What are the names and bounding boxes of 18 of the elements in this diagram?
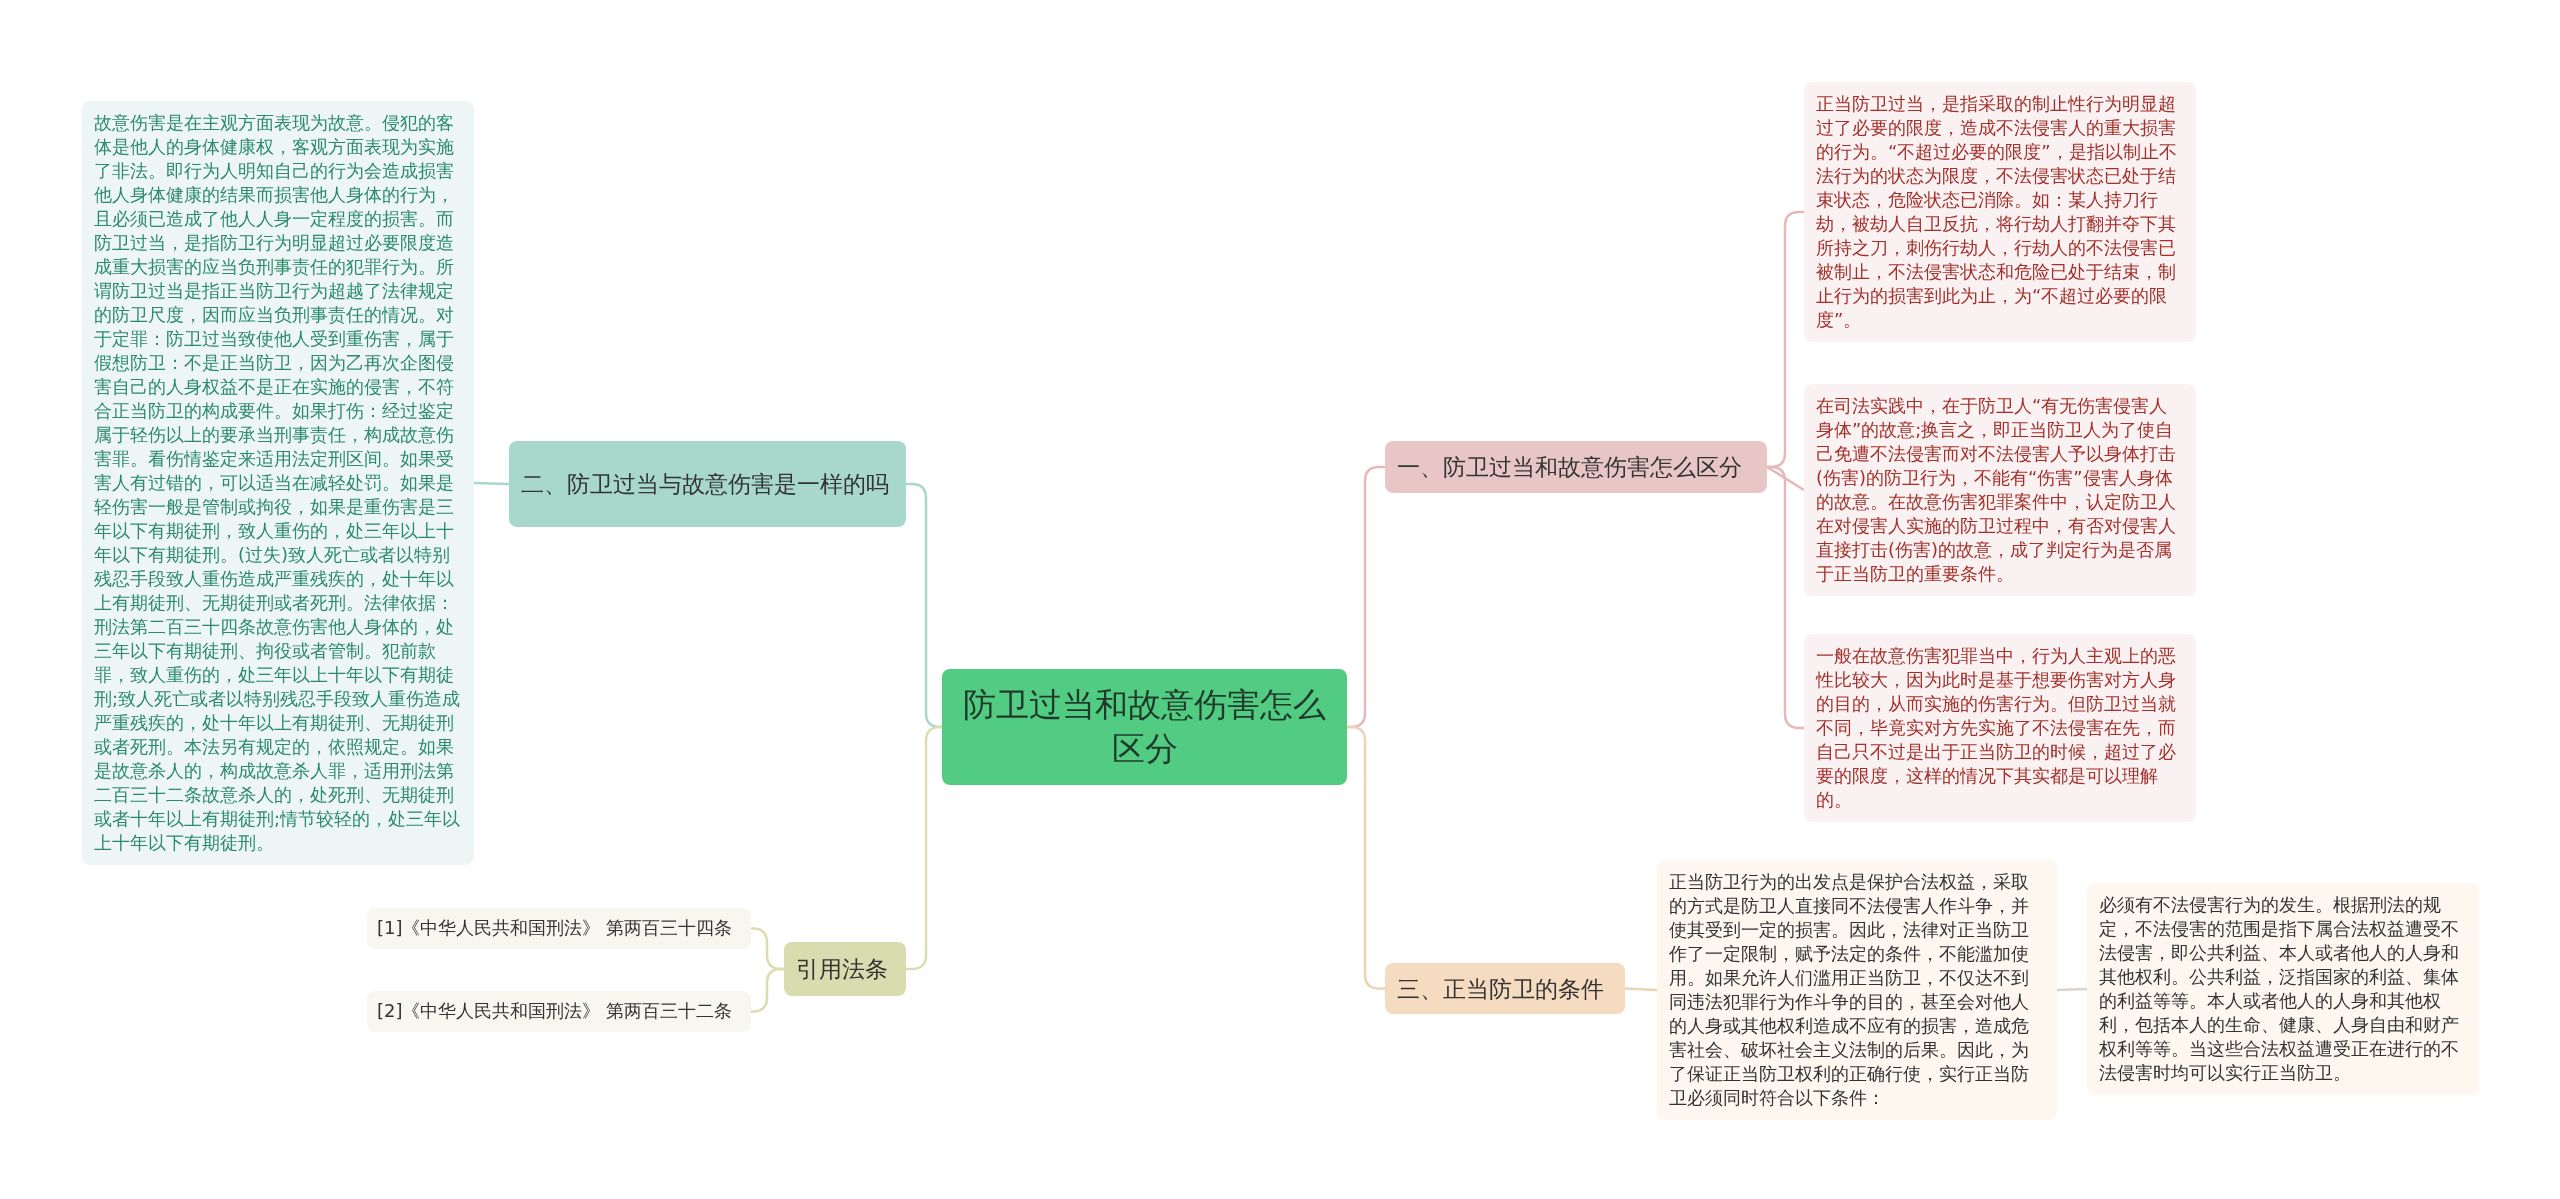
connector-line [2056, 987, 2088, 992]
text-card: 在司法实践中，在于防卫人“有无伤害侵害人身体”的故意;换言之，即正当防卫人为了使自己免遭不法侵害而对不法侵害人予以身体打击(伤害)的防卫行为，不能有“伤害”侵害人身体的故意。在故意伤害犯罪案件中，认定防卫人在对侵害人实施的防卫过程中，有否对侵害人直接打击(伤害)的故意，成了判定行为是否属于正当防卫的重要条件。 [1804, 384, 2196, 596]
central-topic-box: 防卫过当和故意伤害怎么区分 [942, 669, 1347, 785]
text-card: 正当防卫过当，是指采取的制止性行为明显超过了必要的限度，造成不法侵害人的重大损害的行为。“不超过必要的限度”，是指以制止不法行为的状态为限度，不法侵害状态已处于结束状态，危险状态已消除。如：某人持刀行劫，被劫人自卫反抗，将行劫人打翻并夺下其所持之刀，刺伤行劫人，行劫人的不法侵害已被制止，不法侵害状态和危险已处于结束，制止行为的损害到此为止，为“不超过必要的限度”。 [1804, 82, 2196, 342]
text-card: 故意伤害是在主观方面表现为故意。侵犯的客体是他人的身体健康权，客观方面表现为实施了非法。即行为人明知自己的行为会造成损害他人身体健康的结果而损害他人身体的行为，且必须已造成了他人人身一定程度的损害。而防卫过当，是指防卫行为明显超过必要限度造成重大损害的应当负刑事责任的犯罪行为。所谓防卫过当是指正当防卫行为超越了法律规定的防卫尺度，因而应当负刑事责任的情况。对于定罪：防卫过当致使他人受到重伤害，属于假想防卫：不是正当防卫，因为乙再次企图侵害自己的人身权益不是正在实施的侵害，不符合正当防卫的构成要件。如果打伤：经过鉴定属于轻伤以上的要承当刑事责任，构成故意伤害罪。看伤情鉴定来适用法定刑区间。如果受害人有过错的，可以适当在减轻处罚。如果是轻伤害一般是管制或拘役，如果是重伤害是三年以下有期徒刑，致人重伤的，处三年以上十年以下有期徒刑。(过失)致人死亡或者以特别残忍手段致人重伤造成严重残疾的，处十年以上有期徒刑、无期徒刑或者死刑。法律依据：刑法第二百三十四条故意伤害他人身体的，处三年以下有期徒刑、拘役或者管制。犯前款罪，致人重伤的，处三年以上十年以下有期徒刑;致人死亡或者以特别残忍手段致人重伤造成严重残疾的，处十年以上有期徒刑、无期徒刑或者死刑。本法另有规定的，依照规定。如果是故意杀人的，构成故意杀人罪，适用刑法第二百三十二条故意杀人的，处死刑、无期徒刑或者十年以上有期徒刑;情节较轻的，处三年以上十年以下有期徒刑。 [82, 101, 474, 865]
branch-topic-box: 三、正当防卫的条件 [1385, 963, 1625, 1014]
connector-line [473, 481, 510, 486]
reference-label: [2]《中华人民共和国刑法》 第两百三十二条 [367, 991, 751, 1032]
branch-topic-box: 引用法条 [784, 942, 906, 996]
text-card: 一般在故意伤害犯罪当中，行为人主观上的恶性比较大，因为此时是基于想要伤害对方人身的目的，从而实施的伤害行为。但防卫过当就不同，毕竟实对方先实施了不法侵害在先，而自己只不过是出于正当防卫的时候，超过了必要的限度，这样的情况下其实都是可以理解的。 [1804, 634, 2196, 822]
text-card: 正当防卫行为的出发点是保护合法权益，采取的方式是防卫人直接同不法侵害人作斗争，并使其受到一定的损害。因此，法律对正当防卫作了一定限制，赋予法定的条件，不能滥加使用。如果允许人们滥用正当防卫，不仅达不到同违法犯罪行为作斗争的目的，甚至会对他人的人身或其他权利造成不应有的损害，造成危害社会、破坏社会主义法制的后果。因此，为了保证正当防卫权利的正确行使，实行正当防卫必须同时符合以下条件： [1657, 860, 2057, 1120]
connector-line [751, 967, 784, 1013]
branch-topic-box: 一、防卫过当和故意伤害怎么区分 [1385, 441, 1767, 493]
text-card: 必须有不法侵害行为的发生。根据刑法的规定，不法侵害的范围是指下属合法权益遭受不法侵害，即公共利益、本人或者他人的人身和其他权利。公共利益，泛指国家的利益、集体的利益等等。本人或者他人的人身和其他权利，包括本人的生命、健康、人身自由和财产权利等等。当这些合法权益遭受正在进行的不法侵害时均可以实行正当防卫。 [2087, 883, 2479, 1095]
connector-line [1624, 987, 1658, 992]
branch-topic-box: 二、防卫过当与故意伤害是一样的吗 [509, 441, 906, 527]
connector-line [1766, 465, 1805, 492]
reference-label: [1]《中华人民共和国刑法》 第两百三十四条 [367, 908, 751, 949]
